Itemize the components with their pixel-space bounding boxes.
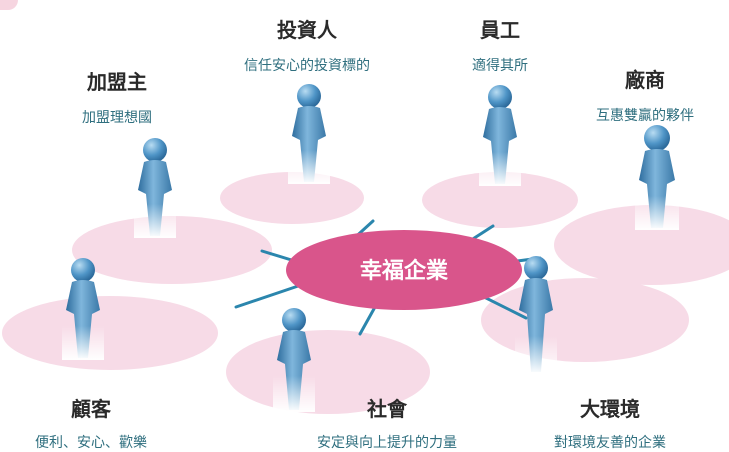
stakeholder-title: 廠商 [625,68,665,92]
stakeholder-customer: 顧客 便利、安心、歡樂 [6,393,176,452]
stakeholder-title: 員工 [480,18,520,42]
stakeholder-subtitle: 信任安心的投資標的 [244,58,370,74]
stakeholder-title: 顧客 [71,397,111,421]
disc-franchisee [72,216,272,284]
stakeholder-subtitle: 適得其所 [472,58,528,74]
disc-employee [422,172,578,228]
disc-vendor [554,205,729,285]
figure-investor [288,84,330,184]
stakeholder-title: 投資人 [277,18,337,42]
stakeholder-employee: 員工 適得其所 [440,14,560,75]
disc-environment [481,278,689,362]
stakeholder-subtitle: 加盟理想國 [82,110,152,126]
figure-franchisee [134,138,176,238]
center-label: 幸福企業 [360,258,449,284]
stakeholder-subtitle: 互惠雙贏的夥伴 [596,108,694,124]
stakeholder-vendor: 廠商 互惠雙贏的夥伴 [570,64,720,125]
center-ellipse [286,230,522,310]
figure-vendor [635,125,679,230]
figure-society [273,308,315,412]
stakeholder-subtitle: 對環境友善的企業 [554,435,666,451]
disc-customer [2,296,218,370]
corner-decoration [0,0,18,10]
stakeholder-title: 大環境 [580,397,640,421]
figure-customer [62,258,104,360]
stakeholder-investor: 投資人 信任安心的投資標的 [212,14,402,75]
figure-employee [479,85,521,186]
figure-environment [515,256,557,374]
stakeholder-subtitle: 安定與向上提升的力量 [317,435,457,451]
stakeholder-title: 社會 [367,397,407,421]
stakeholder-franchisee: 加盟主 加盟理想國 [52,66,182,127]
stakeholder-environment: 大環境 對環境友善的企業 [520,393,700,452]
stakeholder-society: 社會 安定與向上提升的力量 [282,393,492,452]
stakeholder-subtitle: 便利、安心、歡樂 [35,435,147,451]
stakeholder-title: 加盟主 [87,70,147,94]
disc-investor [220,172,364,224]
